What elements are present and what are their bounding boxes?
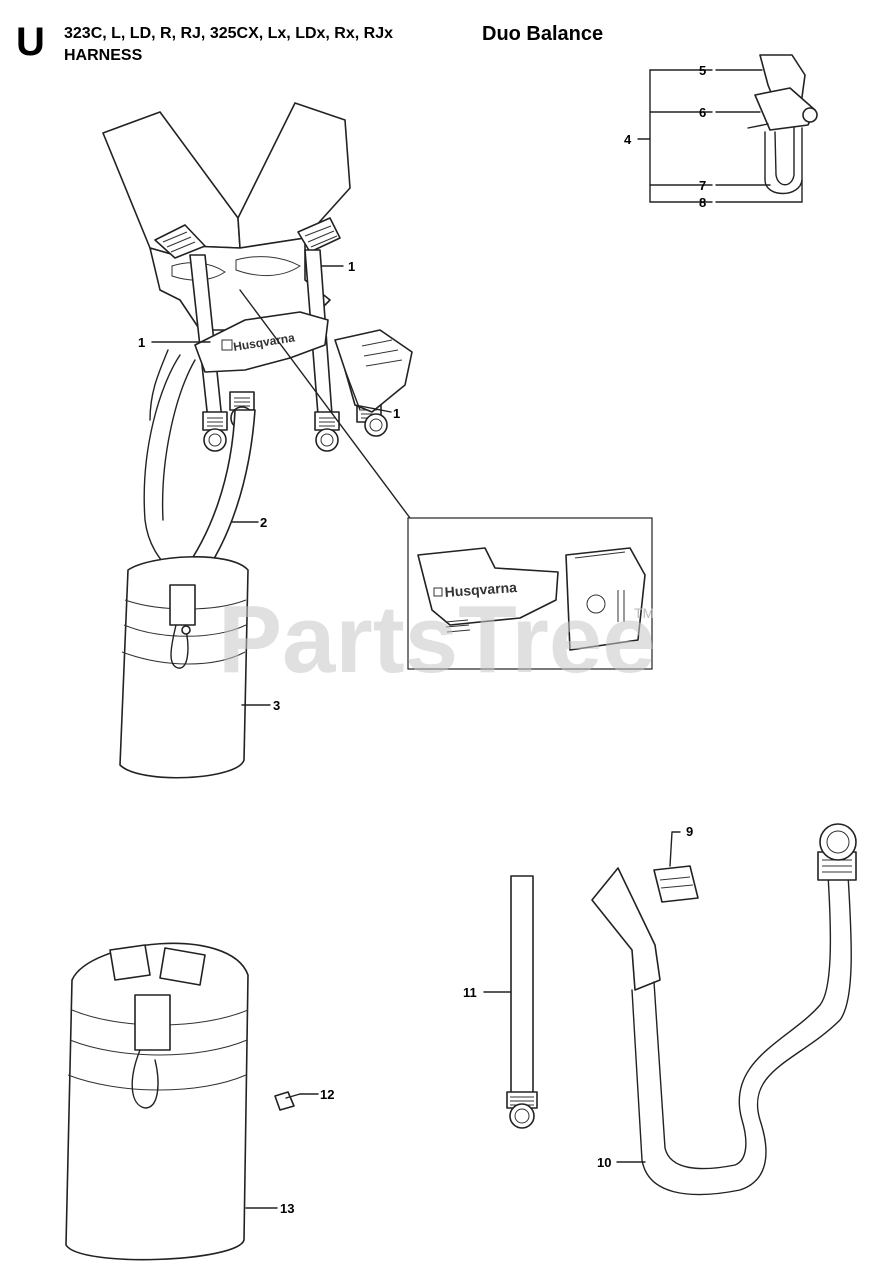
callout-1-left: 1 <box>138 335 145 350</box>
curved-strap <box>591 823 857 1196</box>
callout-3: 3 <box>273 698 280 713</box>
callout-1-right: 1 <box>348 259 355 274</box>
harness-assembly: Husqvarna <box>102 102 413 779</box>
callout-10: 10 <box>597 1155 611 1170</box>
screw <box>274 1091 301 1111</box>
detail-leader <box>239 289 411 519</box>
callout-1-side: 1 <box>393 406 400 421</box>
callout-4: 4 <box>624 132 632 147</box>
back-plate-slot-left <box>171 262 226 281</box>
callout-7: 7 <box>699 178 706 193</box>
curved-strap-pad <box>591 867 661 991</box>
callout-11: 11 <box>463 985 477 1000</box>
inset-brand-label: Husqvarna <box>444 579 518 600</box>
callout-5: 5 <box>699 63 706 78</box>
spare-hip-pad-body <box>65 942 249 1261</box>
hip-pad <box>119 556 249 779</box>
hook-assembly <box>637 54 818 203</box>
hip-hook-mount <box>169 584 196 626</box>
diagram-subtitle: HARNESS <box>64 47 143 64</box>
hook-bolt <box>802 107 818 123</box>
inset-rivet <box>586 594 606 614</box>
callout-9: 9 <box>686 824 693 839</box>
spare-hook <box>131 1049 159 1109</box>
callout-6: 6 <box>699 105 706 120</box>
callout-8: 8 <box>699 195 706 210</box>
side-strap <box>344 369 361 411</box>
callout-numbers: 1 1 1 2 3 4 5 6 7 8 9 10 11 12 13 <box>138 63 706 1216</box>
inset-brand-logo-icon <box>433 587 443 597</box>
model-list: 323C, L, LD, R, RJ, 325CX, Lx, LDx, Rx, … <box>64 25 393 42</box>
callout-12: 12 <box>320 1087 334 1102</box>
callout-leaders <box>151 265 681 1209</box>
watermark-trademark: TM <box>634 605 654 621</box>
spare-hook-mount <box>134 994 171 1051</box>
strap-buckle <box>653 865 699 903</box>
callout-13: 13 <box>280 1201 294 1216</box>
callout-2: 2 <box>260 515 267 530</box>
hip-hook <box>170 624 189 669</box>
spare-hip-pad <box>65 942 249 1261</box>
chest-brace <box>194 311 329 373</box>
back-plate-slot-right <box>235 256 301 277</box>
inset-brace-front <box>417 547 559 626</box>
inset-brace-back <box>565 547 646 651</box>
brand-logo-icon <box>221 339 233 351</box>
variant-title: Duo Balance <box>482 23 604 45</box>
hook-loop <box>764 127 803 195</box>
detail-inset: Husqvarna <box>407 517 653 670</box>
straight-strap <box>506 875 538 1129</box>
watermark: PartsTree <box>218 586 656 693</box>
spare-hip-slot-right <box>159 947 206 986</box>
hip-strap-back <box>143 354 181 571</box>
section-letter: U <box>16 20 45 64</box>
side-pad <box>334 329 413 413</box>
spare-hip-slot-left <box>109 944 151 981</box>
hip-strap-inner <box>161 359 196 521</box>
